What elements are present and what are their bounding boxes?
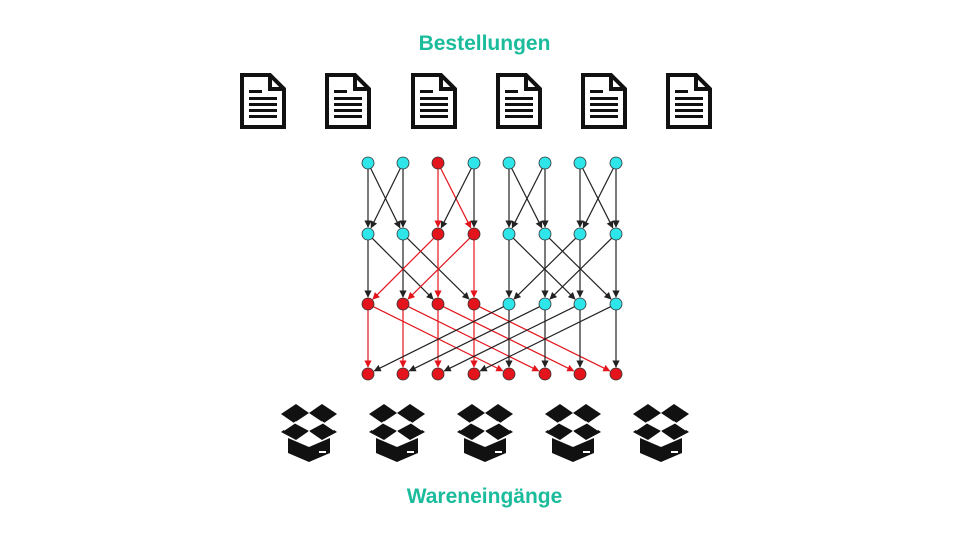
box-icon: [543, 400, 603, 464]
document-icon: [665, 72, 713, 130]
edge: [582, 168, 614, 229]
node: [609, 156, 623, 170]
network-edges: [364, 168, 620, 372]
edge: [443, 306, 575, 372]
node: [361, 227, 375, 241]
goods-receipts-title: Wareneingänge: [406, 485, 563, 508]
node: [538, 156, 552, 170]
edge: [440, 168, 472, 229]
document-icon: [580, 72, 628, 130]
active-node: [361, 297, 375, 311]
node: [467, 156, 481, 170]
active-node: [467, 367, 481, 381]
active-node: [396, 297, 410, 311]
box-icon: [455, 400, 515, 464]
node: [609, 227, 623, 241]
edge: [373, 306, 504, 372]
box-icon: [631, 400, 691, 464]
edge: [479, 306, 611, 372]
node: [502, 227, 516, 241]
active-node: [467, 297, 481, 311]
active-node: [609, 367, 623, 381]
document-icon: [324, 72, 372, 130]
box-icon: [367, 400, 427, 464]
active-node: [431, 367, 445, 381]
active-edge: [407, 237, 471, 300]
node: [502, 297, 516, 311]
node: [396, 156, 410, 170]
active-node: [361, 367, 375, 381]
document-icon: [410, 72, 458, 130]
edge: [408, 306, 540, 372]
active-node: [538, 367, 552, 381]
node: [502, 156, 516, 170]
active-node: [573, 367, 587, 381]
node: [573, 156, 587, 170]
network-nodes: [361, 156, 623, 381]
active-edge: [372, 237, 435, 300]
active-node: [396, 367, 410, 381]
node: [538, 297, 552, 311]
box-icon: [279, 400, 339, 464]
edge: [549, 237, 613, 300]
node: [538, 227, 552, 241]
node: [573, 227, 587, 241]
node: [396, 227, 410, 241]
orders-title: Bestellungen: [418, 32, 551, 55]
active-node: [431, 156, 445, 170]
edge: [513, 237, 577, 300]
edge: [511, 168, 543, 229]
document-icon: [239, 72, 287, 130]
active-node: [431, 227, 445, 241]
document-icon: [495, 72, 543, 130]
node: [573, 297, 587, 311]
edge: [370, 168, 401, 229]
node: [361, 156, 375, 170]
active-node: [502, 367, 516, 381]
node: [609, 297, 623, 311]
active-node: [431, 297, 445, 311]
active-node: [467, 227, 481, 241]
